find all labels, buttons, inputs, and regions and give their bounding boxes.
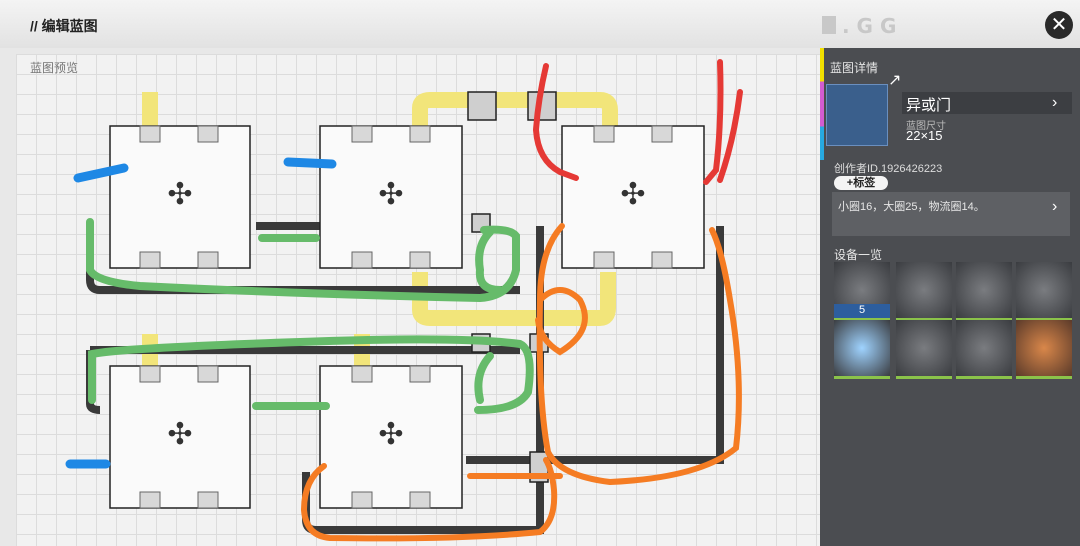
equipment-item-converger[interactable] xyxy=(1016,262,1072,321)
equipment-item-storage[interactable]: 5 xyxy=(834,262,890,321)
game-logo-icon: . G G xyxy=(822,14,896,38)
add-tag-button[interactable]: +标签 xyxy=(834,176,888,190)
chevron-right-icon[interactable]: › xyxy=(1052,94,1058,111)
equipment-item-bridge[interactable] xyxy=(896,320,952,379)
svg-text:✣: ✣ xyxy=(167,177,192,212)
creator-id: 创作者ID.1926426223 xyxy=(834,163,943,175)
equipment-count: 5 xyxy=(834,304,890,318)
equipment-item-splitter[interactable] xyxy=(896,262,952,321)
svg-text:✣: ✣ xyxy=(167,417,192,452)
equipment-item-merger[interactable] xyxy=(956,262,1012,321)
preview-label: 蓝图预览 xyxy=(30,61,79,75)
details-section-title: 蓝图详情 xyxy=(830,61,879,75)
description-box[interactable]: 小圈16，大圈25，物流圈14。 xyxy=(832,192,1070,236)
svg-text:✣: ✣ xyxy=(620,177,645,212)
close-button[interactable]: ✕ xyxy=(1045,11,1073,39)
blueprint-name-row[interactable]: 异或门 xyxy=(902,92,1072,114)
svg-text:. G G: . G G xyxy=(842,14,896,38)
panel-accent-bar xyxy=(820,48,824,160)
svg-text:✣: ✣ xyxy=(378,177,403,212)
equipment-section-title: 设备一览 xyxy=(834,248,883,262)
size-value: 22×15 xyxy=(906,128,943,143)
blueprint-canvas[interactable]: ✣ ✣ ✣ ✣ ✣ xyxy=(0,0,820,546)
description-chevron-icon[interactable]: › xyxy=(1052,198,1058,215)
size-label: 蓝图尺寸 xyxy=(906,121,946,132)
blueprint-thumbnail[interactable] xyxy=(826,84,888,146)
blueprint-name: 异或门 xyxy=(906,97,952,114)
page-title: // 编辑蓝图 xyxy=(30,18,98,34)
edit-icon[interactable]: ↗ xyxy=(888,72,902,89)
equipment-item-conveyor[interactable] xyxy=(834,320,890,379)
description-text: 小圈16，大圈25，物流圈14。 xyxy=(838,201,985,213)
equipment-item-floor[interactable] xyxy=(1016,320,1072,379)
svg-text:✣: ✣ xyxy=(378,417,403,452)
refining-unit xyxy=(109,125,705,509)
top-bar: // 编辑蓝图 . G G ✕ xyxy=(0,0,1080,48)
equipment-item-bridge-alt[interactable] xyxy=(956,320,1012,379)
